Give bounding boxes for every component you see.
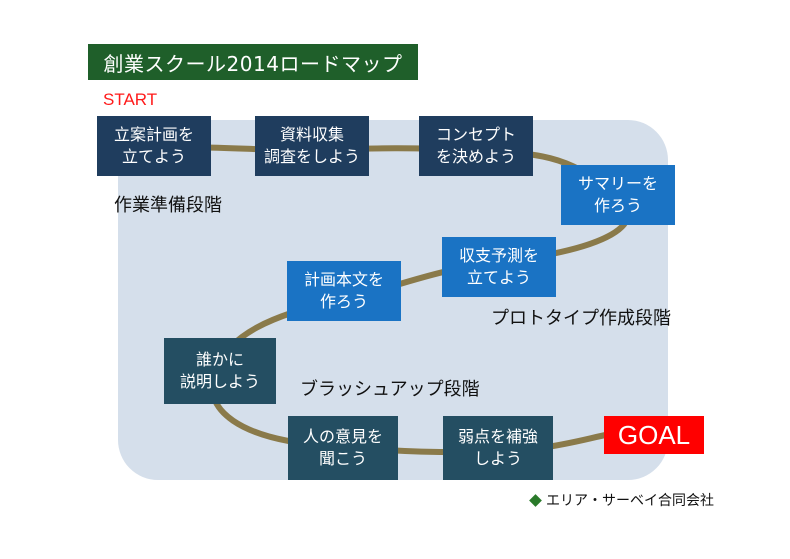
stage-prototype: プロトタイプ作成段階 (491, 308, 671, 329)
stage-brushup: ブラッシュアップ段階 (300, 379, 480, 400)
stage-preparation: 作業準備段階 (114, 195, 222, 216)
company-credit: エリア・サーベイ合同会社 (529, 490, 714, 510)
step-plan-body: 計画本文を 作ろう (287, 261, 401, 321)
step-line: 説明しよう (179, 372, 260, 391)
step-line: 弱点を補強 (457, 427, 538, 446)
step-line: 立てよう (121, 147, 186, 166)
step-line: コンセプト (435, 125, 516, 144)
step-line: 立案計画を (113, 125, 194, 144)
step-line: 誰かに (195, 350, 244, 369)
step-reinforce: 弱点を補強 しよう (443, 416, 553, 480)
step-line: 計画本文を (303, 270, 384, 289)
step-feedback: 人の意見を 聞こう (288, 416, 398, 480)
step-line: サマリーを (577, 174, 658, 193)
step-line: 作ろう (593, 196, 642, 215)
step-line: 資料収集 (279, 125, 344, 144)
diamond-icon (529, 493, 542, 507)
start-label: START (103, 90, 158, 109)
step-explain: 誰かに 説明しよう (164, 338, 276, 404)
step-line: 聞こう (318, 449, 367, 468)
step-line: 調査をしよう (263, 147, 360, 166)
step-line: 作ろう (319, 292, 368, 311)
step-line: しよう (473, 449, 522, 468)
step-plan: 立案計画を 立てよう (97, 116, 211, 176)
goal-label: GOAL (604, 416, 704, 454)
step-concept: コンセプト を決めよう (419, 116, 533, 176)
step-forecast: 収支予測を 立てよう (442, 237, 556, 297)
roadmap-title: 創業スクール2014ロードマップ (88, 44, 418, 80)
step-research: 資料収集 調査をしよう (255, 116, 369, 176)
step-summary: サマリーを 作ろう (561, 165, 675, 225)
step-line: 立てよう (466, 268, 531, 287)
step-line: 人の意見を (302, 427, 383, 446)
step-line: 収支予測を (458, 246, 539, 265)
step-line: を決めよう (435, 147, 516, 166)
company-name: エリア・サーベイ合同会社 (546, 493, 714, 509)
